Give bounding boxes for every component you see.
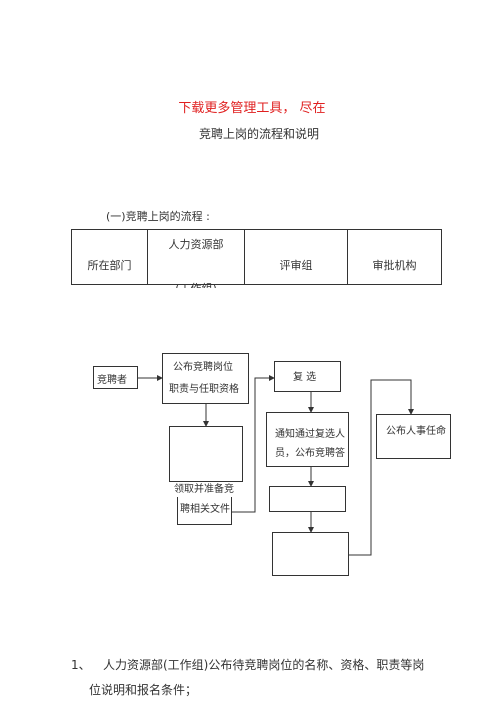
collect-line1: 领取并准备竞 [174,484,234,495]
blank-step-box [269,486,346,512]
header-cell-department: 所在部门 [72,230,148,284]
header-cell-hr: 人力资源部 (工作组) [148,230,245,288]
collect-files-box [169,426,243,482]
announce-appointment-box: 公布人事任命 [376,414,451,459]
header-hr-label: 人力资源部 [168,238,224,251]
publish-line1: 公布竞聘岗位 [173,362,233,373]
header-cell-review-team: 评审组 [245,230,348,284]
applicant-label: 竞聘者 [97,375,127,386]
list-item-line2: 位说明和报名条件； [89,683,198,697]
announce-label: 公布人事任命 [386,426,446,437]
review-box: 复 选 [274,361,341,392]
header-approval-label: 审批机构 [372,259,417,272]
notify-line1: 通知通过复选人 [275,429,345,440]
notify-line2: 员，公布竞聘答 [275,448,345,459]
header-cell-approval: 审批机构 [348,230,441,284]
process-header-table: 所在部门 人力资源部 (工作组) 评审组 审批机构 [71,229,442,288]
page-title: 竞聘上岗的流程和说明 [198,127,319,141]
review-label: 复 选 [293,372,317,383]
header-hr-sublabel: (工作组) [148,280,244,288]
arrow-collect-to-review [232,375,275,513]
header-review-team-label: 评审组 [279,259,313,272]
download-banner[interactable]: 下载更多管理工具， 尽在 [178,101,326,116]
final-step-box [272,532,349,576]
arrow-final-to-announce [349,379,414,556]
applicant-box: 竞聘者 [93,366,138,389]
collect-files-sub-box [177,497,232,525]
collect-line2: 聘相关文件 [180,504,230,515]
list-item-line1: 人力资源部(工作组)公布待竞聘岗位的名称、资格、职责等岗 [103,658,425,672]
notify-box: 通知通过复选人 员，公布竞聘答 [266,412,349,467]
list-item-number: 1、 [71,658,91,672]
section-heading: (一)竞聘上岗的流程 : [106,210,210,223]
header-department-label: 所在部门 [87,259,132,272]
publish-positions-box: 公布竞聘岗位 职责与任职资格 [162,353,249,404]
publish-line2: 职责与任职资格 [169,384,239,395]
